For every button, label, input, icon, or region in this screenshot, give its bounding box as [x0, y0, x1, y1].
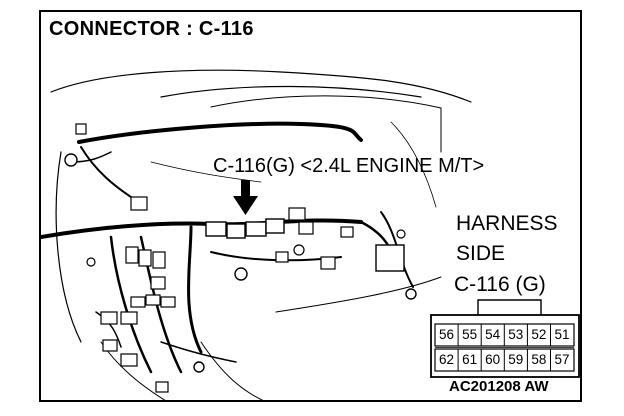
connector-pin-60: 60: [485, 352, 501, 367]
connector-pin-54: 54: [485, 327, 501, 342]
connector-title: CONNECTOR : C-116: [49, 18, 254, 40]
connector-pin-51: 51: [554, 327, 570, 342]
pointer-arrow: [233, 180, 258, 215]
connector-pin-57: 57: [554, 352, 570, 367]
figure-code: AC201208 AW: [449, 378, 549, 395]
connector-callout-label: C-116(G) <2.4L ENGINE M/T>: [213, 155, 485, 177]
connector-pin-62: 62: [438, 352, 455, 367]
wiring-harness-illustration: [41, 69, 580, 400]
connector-pin-56: 56: [438, 327, 455, 342]
connector-pin-58: 58: [531, 352, 547, 367]
diagram-frame: CONNECTOR : C-116 C-116(G) <2.4L ENGINE …: [39, 10, 582, 402]
harness-side-label-line2: SIDE: [456, 242, 506, 265]
harness-side-label-line1: HARNESS: [456, 212, 558, 235]
connector-pin-53: 53: [508, 327, 524, 342]
connector-pin-55: 55: [462, 327, 478, 342]
connector-pin-61: 61: [462, 352, 478, 367]
connector-pin-59: 59: [508, 352, 524, 367]
harness-side-label-line3: C-116 (G): [454, 273, 546, 296]
connector-pin-52: 52: [531, 327, 547, 342]
